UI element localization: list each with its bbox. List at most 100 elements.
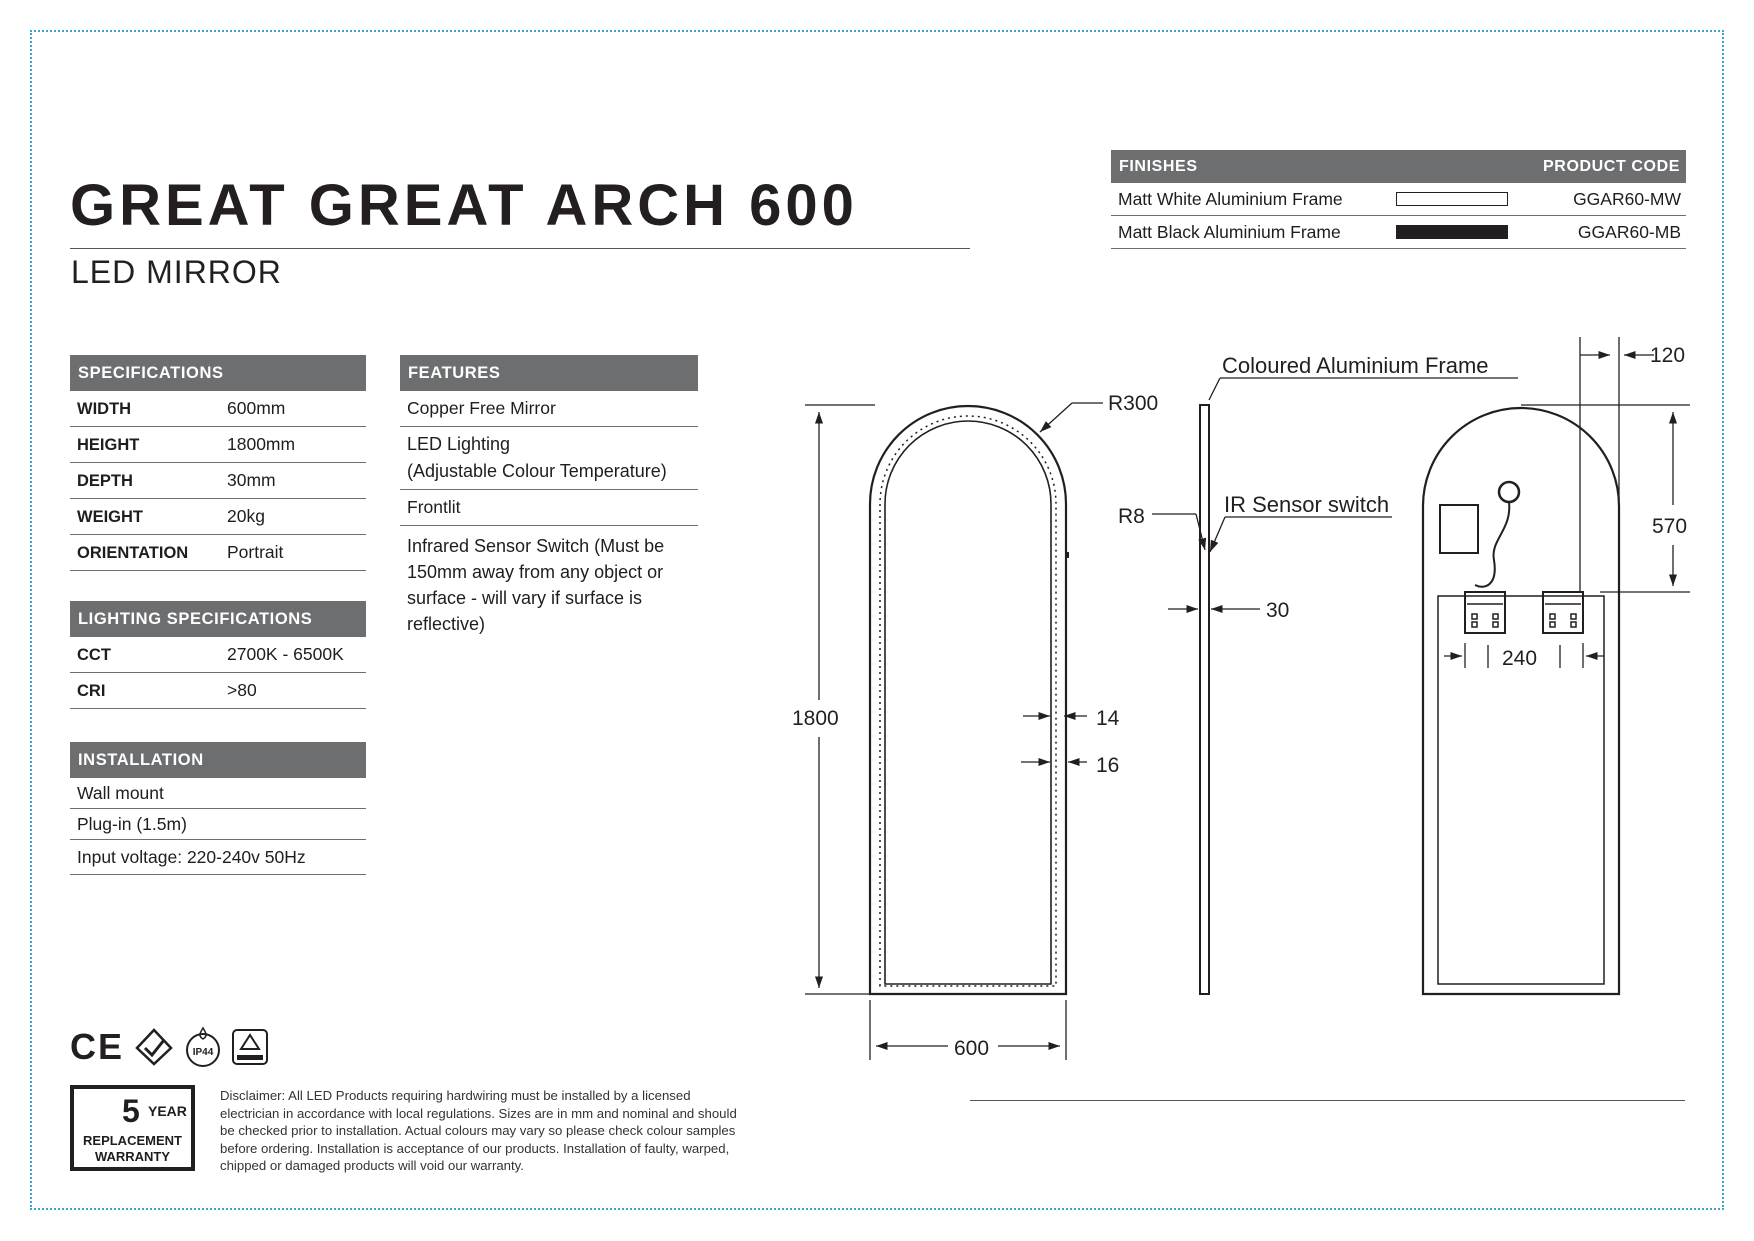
spec-row-height: HEIGHT 1800mm <box>70 427 366 463</box>
spec-row-width: WIDTH 600mm <box>70 391 366 427</box>
feature-item-sensor: Infrared Sensor Switch (Must be 150mm aw… <box>400 526 698 641</box>
product-subtitle: LED MIRROR <box>71 254 282 290</box>
corner-radius-label: R8 <box>1118 505 1145 528</box>
spec-label: HEIGHT <box>77 436 140 454</box>
spec-row-orientation: ORIENTATION Portrait <box>70 535 366 571</box>
spec-value: 20kg <box>227 506 265 526</box>
spec-row-weight: WEIGHT 20kg <box>70 499 366 535</box>
back-dimensions <box>1444 337 1690 668</box>
finishes-header: FINISHES PRODUCT CODE <box>1111 150 1686 183</box>
power-cable <box>1474 501 1511 588</box>
warranty-line2: WARRANTY <box>94 1149 171 1164</box>
depth-label: 30 <box>1266 599 1289 622</box>
product-title: GREAT GREAT ARCH 600 <box>70 173 858 238</box>
radius-label: R300 <box>1108 392 1158 415</box>
bracket-right <box>1542 591 1584 634</box>
spec-row-depth: DEPTH 30mm <box>70 463 366 499</box>
certification-icons: CE IP44 <box>70 1026 269 1068</box>
back-view <box>1421 406 1621 996</box>
tuv-certified-icon <box>232 1029 269 1065</box>
finish-swatch-white <box>1396 192 1508 206</box>
frame-dim-16-label: 16 <box>1096 754 1119 777</box>
back-outer-frame <box>1421 406 1621 996</box>
product-code-header-label: PRODUCT CODE <box>1543 158 1680 175</box>
finishes-header-label: FINISHES <box>1119 158 1198 175</box>
finish-code: GGAR60-MB <box>1577 222 1681 242</box>
installation-item: Wall mount <box>70 778 366 809</box>
lighting-header: LIGHTING SPECIFICATIONS <box>70 601 366 637</box>
spec-value: 30mm <box>227 470 276 490</box>
features-header: FEATURES <box>400 355 698 391</box>
sensor-leader <box>1209 516 1226 553</box>
bracket-height-label: 570 <box>1652 515 1687 538</box>
frame-dim-14-label: 14 <box>1096 707 1120 730</box>
side-profile <box>1199 404 1210 995</box>
feature-item: Infrared Sensor Switch (Must be 150mm aw… <box>407 536 665 634</box>
finish-row: Matt Black Aluminium Frame GGAR60-MB <box>1111 216 1686 249</box>
spec-value: Portrait <box>227 542 284 562</box>
features-table: FEATURES Copper Free Mirror LED Lighting… <box>400 355 698 641</box>
bracket-spacing-label: 240 <box>1502 647 1537 670</box>
spec-value: 1800mm <box>227 434 296 454</box>
spec-label: ORIENTATION <box>77 544 189 562</box>
width-label: 600 <box>954 1037 989 1060</box>
spec-label: DEPTH <box>77 472 133 490</box>
lighting-table: LIGHTING SPECIFICATIONS CCT 2700K - 6500K… <box>70 601 366 709</box>
feature-item-led: LED Lighting (Adjustable Colour Temperat… <box>400 427 698 490</box>
feature-item: LED Lighting <box>407 434 511 454</box>
ce-mark-icon: CE <box>70 1026 125 1067</box>
front-led-strip <box>879 415 1057 987</box>
disclaimer-text: Disclaimer: All LED Products requiring h… <box>220 1088 737 1173</box>
spec-label: WIDTH <box>77 400 132 418</box>
feature-item: (Adjustable Colour Temperature) <box>407 461 667 481</box>
frame-label: Coloured Aluminium Frame <box>1222 353 1489 378</box>
spec-value: 600mm <box>227 398 286 418</box>
lighting-value: >80 <box>227 680 257 700</box>
plug-icon <box>1497 480 1521 504</box>
specifications-table: SPECIFICATIONS WIDTH 600mm HEIGHT 1800mm D… <box>70 355 366 571</box>
front-outer-frame <box>868 404 1068 996</box>
sensor-label: IR Sensor switch <box>1224 492 1389 517</box>
finish-name: Matt Black Aluminium Frame <box>1118 222 1341 242</box>
installation-header: INSTALLATION <box>70 742 366 778</box>
feature-item: Copper Free Mirror <box>400 391 698 427</box>
bottom-divider <box>970 1100 1685 1101</box>
warranty-badge: 5 YEAR REPLACEMENT WARRANTY <box>70 1085 195 1171</box>
warranty-line1: REPLACEMENT <box>83 1133 182 1148</box>
radius-leader <box>1039 402 1073 433</box>
installation-item: Plug-in (1.5m) <box>70 809 366 840</box>
lighting-row-cri: CRI >80 <box>70 673 366 709</box>
installation-table: INSTALLATION Wall mount Plug-in (1.5m) I… <box>70 742 366 875</box>
finish-row: Matt White Aluminium Frame GGAR60-MW <box>1111 183 1686 216</box>
warranty-year-label: YEAR <box>148 1103 187 1119</box>
finish-code: GGAR60-MW <box>1573 189 1681 209</box>
warranty-years: 5 <box>122 1093 140 1129</box>
lighting-label: CCT <box>77 646 111 664</box>
front-inner-edge <box>884 420 1052 985</box>
front-dimensions <box>805 402 1103 1060</box>
height-label: 1800 <box>792 707 839 730</box>
lighting-row-cct: CCT 2700K - 6500K <box>70 637 366 673</box>
bracket-details <box>1467 603 1581 628</box>
feature-item: Frontlit <box>400 490 698 526</box>
finish-swatch-black <box>1396 225 1508 239</box>
r8-leader-arrow <box>1195 513 1207 551</box>
ip-rating-text: IP44 <box>193 1047 214 1058</box>
ip-rating-icon: IP44 <box>186 1026 221 1067</box>
installation-item: Input voltage: 220-240v 50Hz <box>70 840 366 875</box>
finishes-table: FINISHES PRODUCT CODE Matt White Alumini… <box>1111 150 1686 249</box>
side-view <box>1152 377 1518 995</box>
specifications-header: SPECIFICATIONS <box>70 355 366 391</box>
rcm-mark-icon <box>135 1028 173 1066</box>
lighting-label: CRI <box>77 682 106 700</box>
spec-label: WEIGHT <box>77 508 143 526</box>
front-view <box>868 404 1069 996</box>
offset-label: 120 <box>1650 344 1685 367</box>
frame-leader <box>1208 377 1221 401</box>
bracket-left <box>1464 591 1506 634</box>
back-inner-panel <box>1437 595 1605 985</box>
page-border <box>30 30 1724 1210</box>
lighting-value: 2700K - 6500K <box>227 644 344 664</box>
finish-name: Matt White Aluminium Frame <box>1118 189 1343 209</box>
